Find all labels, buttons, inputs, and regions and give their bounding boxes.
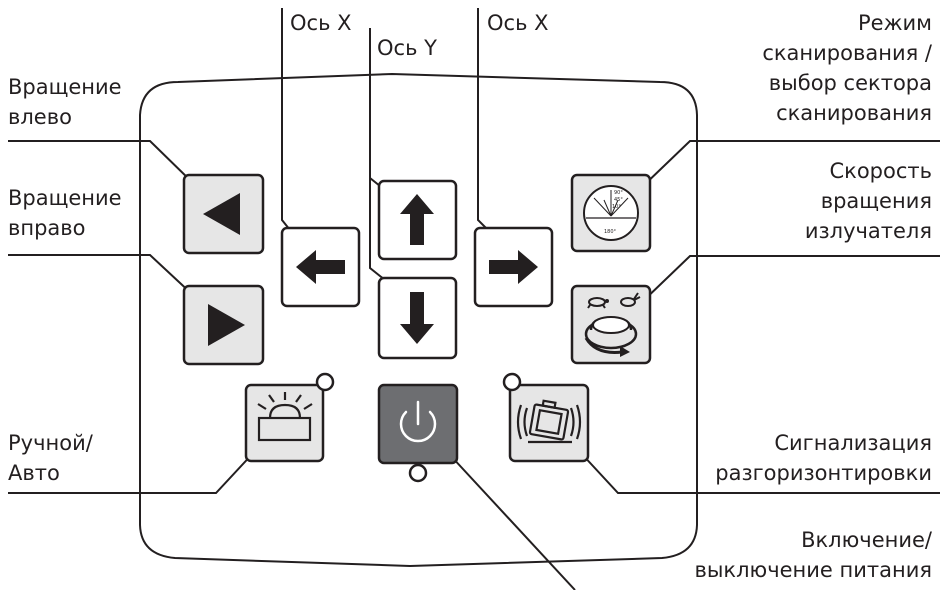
power-icon — [399, 400, 437, 443]
rotation-speed-button[interactable] — [570, 284, 652, 365]
y-up-button[interactable] — [377, 179, 458, 261]
rotation-speed-icon — [584, 292, 641, 357]
label-axis-x-right: Ось X — [487, 11, 549, 35]
tilt-alarm-indicator-led — [502, 372, 522, 392]
tilt-alarm-icon — [516, 399, 582, 444]
label-power: Включение/ выключение питания — [694, 525, 932, 585]
scan-label-90: 90° — [614, 190, 623, 196]
arrow-up-icon — [400, 194, 434, 245]
label-manual-auto: Ручной/ Авто — [8, 428, 93, 488]
label-rotation-speed-line-2: вращения — [820, 189, 932, 213]
keys: 90° 45° 10° 180° — [182, 173, 652, 483]
leader-rotate-left — [8, 140, 195, 185]
leader-axis-x-right — [477, 8, 489, 231]
label-scan-mode-line-2: сканирования / — [762, 41, 932, 65]
arrow-right-icon — [489, 250, 538, 284]
label-manual-auto-line-2: Авто — [8, 461, 60, 485]
label-tilt-alarm: Сигнализация разгоризонтировки — [715, 428, 932, 488]
triangle-left-icon — [203, 193, 240, 235]
label-rotate-left-line-2: влево — [8, 105, 72, 129]
label-axis-x-left: Ось X — [290, 11, 352, 35]
arrow-down-icon — [400, 292, 434, 344]
label-power-line-2: выключение питания — [694, 558, 932, 582]
leader-axis-y-2 — [369, 178, 386, 281]
y-down-button[interactable] — [377, 276, 458, 360]
x-left-button[interactable] — [280, 226, 361, 308]
scan-mode-button[interactable]: 90° 45° 10° 180° — [570, 173, 652, 253]
label-scan-mode-line-4: сканирования — [776, 101, 932, 125]
laser-beacon-icon — [257, 392, 313, 442]
leader-rotate-right — [8, 254, 195, 297]
leader-rotation-speed — [639, 255, 940, 305]
label-scan-mode: Режим сканирования / выбор сектора скани… — [762, 8, 932, 128]
label-rotate-left: Вращение влево — [8, 72, 122, 132]
label-scan-mode-line-3: выбор сектора — [768, 71, 932, 95]
scan-label-180: 180° — [604, 229, 617, 235]
label-manual-auto-line-1: Ручной/ — [8, 431, 93, 455]
rotate-left-button[interactable] — [182, 173, 265, 255]
leader-lines — [8, 8, 940, 590]
label-tilt-alarm-line-2: разгоризонтировки — [715, 461, 932, 485]
arrow-left-icon — [296, 250, 345, 284]
rotate-right-button[interactable] — [182, 284, 265, 366]
label-rotate-right-line-1: Вращение — [8, 186, 122, 210]
label-rotation-speed-line-1: Скорость — [829, 159, 932, 183]
label-rotation-speed: Скорость вращения излучателя — [805, 156, 932, 246]
leader-power — [449, 454, 576, 590]
label-tilt-alarm-line-1: Сигнализация — [774, 431, 932, 455]
label-rotation-speed-line-3: излучателя — [804, 219, 932, 243]
label-rotate-right-line-2: вправо — [8, 216, 86, 240]
triangle-right-icon — [208, 304, 245, 346]
manual-auto-button[interactable] — [244, 383, 325, 463]
power-indicator-led — [408, 463, 428, 483]
manual-auto-indicator-led — [315, 372, 335, 392]
leader-manual-auto — [8, 449, 257, 494]
label-rotate-right: Вращение вправо — [8, 183, 122, 243]
scan-label-45: 45° — [614, 197, 623, 203]
leader-axis-x-left — [281, 8, 291, 231]
power-button[interactable] — [377, 383, 459, 465]
leader-scan-mode — [639, 140, 940, 190]
label-power-line-1: Включение/ — [801, 528, 932, 552]
tilt-alarm-button[interactable] — [508, 383, 590, 463]
label-rotate-left-line-1: Вращение — [8, 75, 122, 99]
scan-sector-icon: 90° 45° 10° 180° — [583, 185, 639, 241]
label-axis-y: Ось Y — [377, 36, 437, 60]
scan-label-10: 10° — [612, 204, 621, 210]
label-scan-mode-line-1: Режим — [858, 11, 932, 35]
x-right-button[interactable] — [473, 226, 554, 308]
leader-tilt-alarm — [579, 451, 940, 494]
